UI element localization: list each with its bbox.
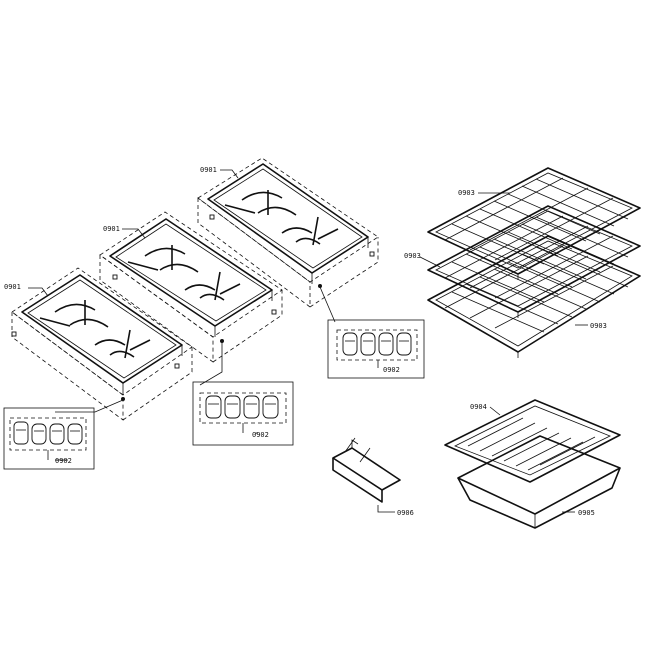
label-grate-back: 0901	[200, 166, 217, 174]
label-broiler-pan: 0905	[578, 509, 595, 517]
label-rack-middle: 0903	[404, 252, 421, 260]
label-rack-bottom: 0903	[590, 322, 607, 330]
oven-rack-bottom[interactable]	[427, 235, 641, 358]
grate-front[interactable]	[11, 267, 193, 421]
label-bracket: 0906	[397, 509, 414, 517]
broiler-grid[interactable]	[444, 399, 621, 483]
knob-set-back[interactable]	[319, 286, 425, 379]
grate-back[interactable]	[197, 157, 379, 308]
label-broiler-grid: 0904	[470, 403, 487, 411]
label-rack-top: 0903	[458, 189, 475, 197]
grate-middle[interactable]	[99, 211, 283, 363]
leader-lines	[28, 169, 588, 513]
knob-set-front[interactable]	[3, 399, 124, 470]
label-grate-middle: 0901	[103, 225, 120, 233]
label-grate-front: 0901	[4, 283, 21, 291]
broiler-pan[interactable]	[457, 435, 621, 529]
label-knobs-middle: 0902	[252, 431, 269, 439]
label-knobs-front: 0902	[55, 457, 72, 465]
knob-set-middle[interactable]	[192, 342, 294, 446]
oven-rack-top[interactable]	[427, 167, 641, 280]
oven-rack-middle[interactable]	[427, 205, 641, 318]
bracket[interactable]	[332, 437, 401, 503]
label-knobs-back: 0902	[383, 366, 400, 374]
